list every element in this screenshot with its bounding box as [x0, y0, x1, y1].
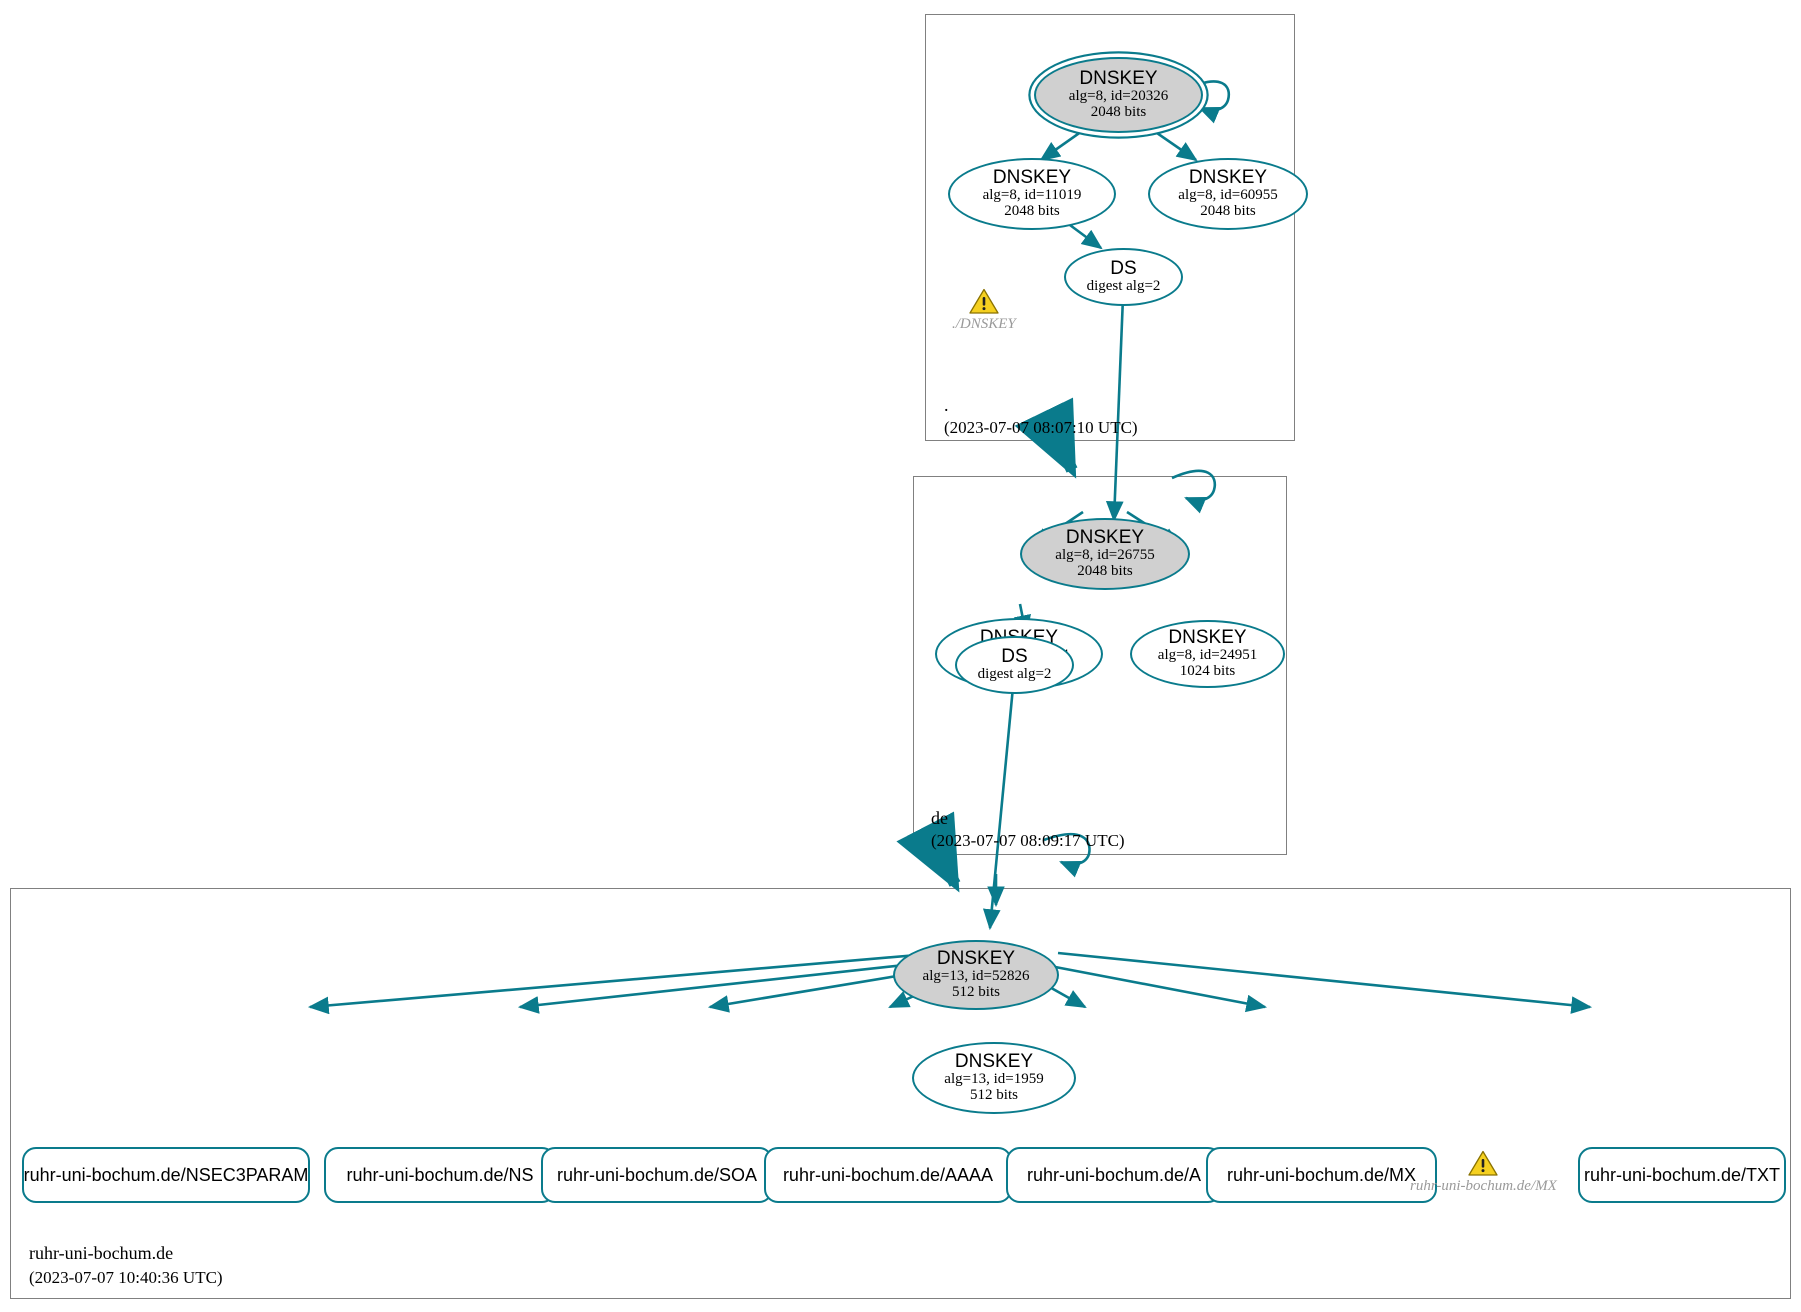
- node-root-zsk-60955-dnskey[interactable]: DNSKEY alg=8, id=60955 2048 bits: [1148, 158, 1308, 230]
- node-label-alg-id: alg=8, id=26755: [1055, 547, 1155, 564]
- warning-triangle-icon: [1468, 1150, 1499, 1176]
- zone-box-root: [925, 14, 1295, 441]
- node-label-type: DS: [1110, 258, 1137, 280]
- node-label-type: DNSKEY: [992, 167, 1072, 189]
- node-label-type: DNSKEY: [1168, 627, 1247, 649]
- edge-de-ksk-self-sign: [1171, 469, 1217, 514]
- rrset-aaaa[interactable]: ruhr-uni-bochum.de/AAAA: [764, 1147, 1012, 1203]
- node-label-alg-id: alg=13, id=52826: [922, 968, 1030, 985]
- edge-de-ds-to-rub-ksk: [982, 686, 1015, 931]
- zone-label-de-name: de: [931, 808, 948, 828]
- node-root-ds[interactable]: DS digest alg=2: [1064, 248, 1183, 306]
- node-label-digest-alg: digest alg=2: [977, 666, 1052, 683]
- warning-triangle-icon: [969, 288, 999, 314]
- rrset-ns[interactable]: ruhr-uni-bochum.de/NS: [324, 1147, 556, 1203]
- node-de-ksk-dnskey[interactable]: DNSKEY alg=8, id=26755 2048 bits: [1020, 518, 1190, 590]
- edge-zone-de-to-rub: [896, 811, 961, 893]
- rrset-mx[interactable]: ruhr-uni-bochum.de/MX: [1206, 1147, 1437, 1203]
- node-label-bits: 512 bits: [970, 1086, 1018, 1103]
- node-label-type: DNSKEY: [954, 1051, 1034, 1073]
- node-label-alg-id: alg=8, id=20326: [1068, 88, 1169, 105]
- node-label-alg-id: alg=8, id=24951: [1157, 647, 1258, 664]
- rrset-a[interactable]: ruhr-uni-bochum.de/A: [1006, 1147, 1222, 1203]
- zone-label-de-timestamp: (2023-07-07 08:09:17 UTC): [931, 831, 1125, 850]
- rrset-nsec3param[interactable]: ruhr-uni-bochum.de/NSEC3PARAM: [22, 1147, 310, 1203]
- node-label-type: DNSKEY: [936, 948, 1016, 970]
- node-rub-ksk-dnskey[interactable]: DNSKEY alg=13, id=52826 512 bits: [893, 940, 1059, 1010]
- edge-root-ksk-self-sign: [1184, 80, 1231, 124]
- warning-label: ./DNSKEY: [952, 316, 1016, 332]
- node-label-alg-id: alg=13, id=1959: [944, 1071, 1044, 1088]
- warning-rub-mx[interactable]: ruhr-uni-bochum.de/MX: [1410, 1150, 1557, 1195]
- node-de-zsk-24951-dnskey[interactable]: DNSKEY alg=8, id=24951 1024 bits: [1130, 620, 1285, 688]
- warning-root-dnskey[interactable]: ./DNSKEY: [952, 288, 1016, 333]
- node-label-bits: 2048 bits: [1077, 562, 1133, 579]
- node-root-zsk-11019-dnskey[interactable]: DNSKEY alg=8, id=11019 2048 bits: [948, 158, 1116, 230]
- rrset-txt[interactable]: ruhr-uni-bochum.de/TXT: [1578, 1147, 1786, 1203]
- edge-rub-zsk-to-txt: [1057, 951, 1593, 1014]
- zone-label-root-timestamp: (2023-07-07 08:07:10 UTC): [944, 418, 1138, 437]
- node-label-alg-id: alg=8, id=11019: [982, 187, 1082, 204]
- zone-label-root-name: .: [944, 395, 949, 415]
- node-de-ds[interactable]: DS digest alg=2: [955, 636, 1074, 694]
- node-label-type: DNSKEY: [1079, 68, 1158, 90]
- node-label-type: DNSKEY: [1188, 167, 1268, 189]
- edge-rub-zsk-to-ns: [517, 960, 933, 1014]
- node-label-type: DNSKEY: [1065, 527, 1145, 549]
- edge-root-ds-to-de-ksk: [1105, 296, 1125, 523]
- node-label-bits: 2048 bits: [1004, 202, 1060, 219]
- node-label-bits: 2048 bits: [1200, 202, 1256, 219]
- edge-rub-zsk-to-nsec3param: [307, 952, 930, 1015]
- edge-rub-zsk-to-mx: [1049, 964, 1268, 1013]
- node-label-bits: 1024 bits: [1179, 662, 1236, 679]
- edge-rub-ksk-self-sign: [1043, 832, 1091, 878]
- rrset-soa[interactable]: ruhr-uni-bochum.de/SOA: [541, 1147, 773, 1203]
- warning-label: ruhr-uni-bochum.de/MX: [1410, 1178, 1557, 1194]
- node-label-type: DS: [1001, 646, 1028, 668]
- zone-label-rub-timestamp: (2023-07-07 10:40:36 UTC): [29, 1268, 223, 1287]
- node-root-ksk-dnskey[interactable]: DNSKEY alg=8, id=20326 2048 bits: [1034, 57, 1203, 133]
- node-label-bits: 2048 bits: [1090, 103, 1147, 120]
- node-rub-zsk-dnskey[interactable]: DNSKEY alg=13, id=1959 512 bits: [912, 1042, 1076, 1114]
- node-label-digest-alg: digest alg=2: [1086, 278, 1161, 295]
- edge-zone-root-to-de: [1014, 397, 1078, 479]
- node-label-alg-id: alg=8, id=60955: [1178, 187, 1278, 204]
- zone-box-de: [913, 476, 1287, 855]
- zone-label-rub-name: ruhr-uni-bochum.de: [29, 1243, 174, 1263]
- node-label-bits: 512 bits: [952, 983, 1000, 1000]
